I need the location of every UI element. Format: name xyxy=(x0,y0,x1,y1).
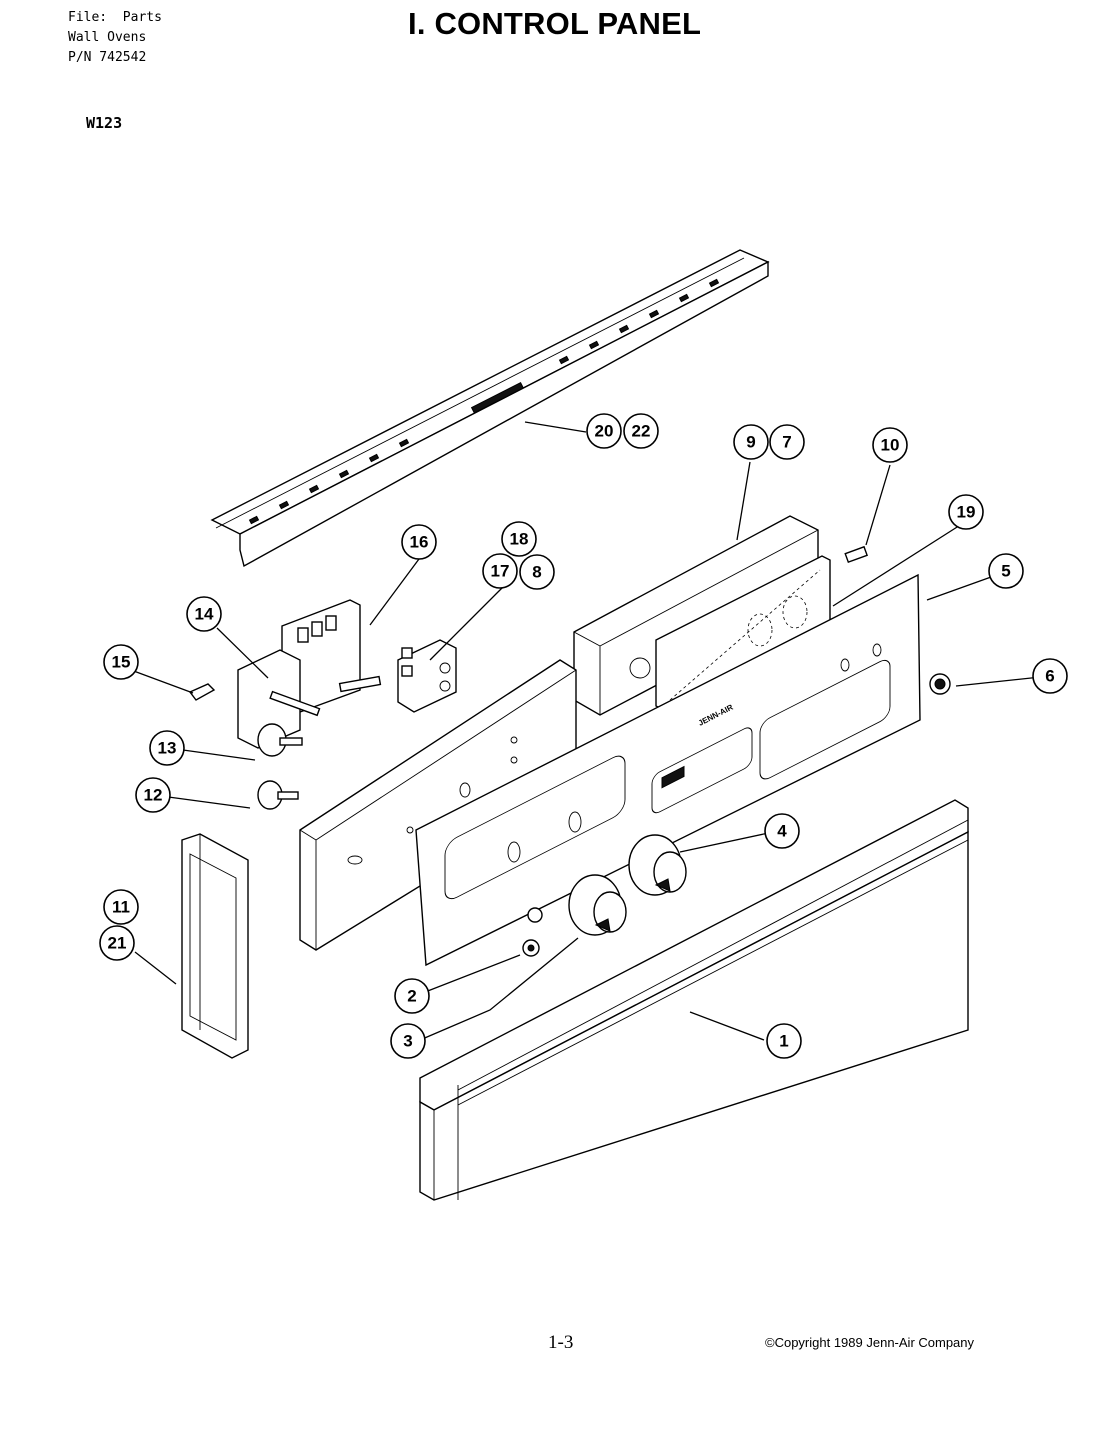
selector-switch xyxy=(237,649,321,749)
svg-text:2: 2 xyxy=(407,987,416,1006)
rotary-switch-upper xyxy=(257,723,303,757)
window-frame xyxy=(181,833,249,1059)
svg-text:14: 14 xyxy=(195,605,214,624)
model-number: W123 xyxy=(86,114,123,132)
callout-9: 9 xyxy=(733,424,769,460)
callout-16: 16 xyxy=(401,524,437,560)
file-info: File: Parts Wall Ovens P/N 742542 xyxy=(68,8,162,68)
mounting-clip xyxy=(188,683,216,701)
svg-text:16: 16 xyxy=(410,533,429,552)
callout-3: 3 xyxy=(390,1023,426,1059)
callout-8: 8 xyxy=(519,554,555,590)
callout-22: 22 xyxy=(623,413,659,449)
callout-2: 2 xyxy=(394,978,430,1014)
svg-text:12: 12 xyxy=(144,786,163,805)
svg-text:18: 18 xyxy=(510,530,529,549)
copyright-notice: ©Copyright 1989 Jenn-Air Company xyxy=(765,1335,975,1350)
callout-19: 19 xyxy=(948,494,984,530)
relay-switch-block xyxy=(397,639,457,713)
callout-20: 20 xyxy=(586,413,622,449)
selector-knob-small xyxy=(522,907,543,957)
callout-15: 15 xyxy=(103,644,139,680)
callout-12: 12 xyxy=(135,777,171,813)
svg-text:20: 20 xyxy=(595,422,614,441)
svg-text:13: 13 xyxy=(158,739,177,758)
callout-18: 18 xyxy=(501,521,537,557)
svg-text:8: 8 xyxy=(532,563,541,582)
callout-13: 13 xyxy=(149,730,185,766)
file-info-line: Wall Ovens xyxy=(68,30,147,45)
svg-text:9: 9 xyxy=(746,433,755,452)
svg-text:5: 5 xyxy=(1001,562,1010,581)
indicator-lens xyxy=(844,545,869,564)
callout-5: 5 xyxy=(988,553,1024,589)
svg-text:1: 1 xyxy=(779,1032,788,1051)
svg-text:7: 7 xyxy=(782,433,791,452)
callout-21: 21 xyxy=(99,925,135,961)
svg-text:15: 15 xyxy=(112,653,131,672)
callout-17: 17 xyxy=(482,553,518,589)
small-knob xyxy=(929,673,951,695)
svg-text:11: 11 xyxy=(112,898,130,917)
svg-text:17: 17 xyxy=(491,562,510,581)
control-knob-right xyxy=(628,834,687,896)
front-control-panel: JENN-AIR xyxy=(415,573,921,967)
control-knob-left xyxy=(568,874,627,936)
svg-text:4: 4 xyxy=(777,822,787,841)
svg-text:10: 10 xyxy=(881,436,900,455)
leader-lines xyxy=(130,421,1051,1041)
svg-text:22: 22 xyxy=(632,422,651,441)
file-info-line: P/N 742542 xyxy=(68,50,147,65)
callout-6: 6 xyxy=(1032,658,1068,694)
page-number: 1-3 xyxy=(548,1332,574,1353)
svg-text:19: 19 xyxy=(957,503,976,522)
callout-14: 14 xyxy=(186,596,222,632)
file-info-line: File: Parts xyxy=(68,10,162,25)
callout-11: 11 xyxy=(103,889,139,925)
callout-7: 7 xyxy=(769,424,805,460)
top-vent-rail xyxy=(210,249,770,568)
svg-text:21: 21 xyxy=(108,934,127,953)
callout-1: 1 xyxy=(766,1023,802,1059)
svg-text:3: 3 xyxy=(403,1032,412,1051)
page-title: I. CONTROL PANEL xyxy=(408,6,702,41)
callout-10: 10 xyxy=(872,427,908,463)
rotary-switch-lower xyxy=(257,780,299,810)
svg-text:6: 6 xyxy=(1045,667,1054,686)
callout-4: 4 xyxy=(764,813,800,849)
bottom-trim-channel xyxy=(419,799,969,1201)
